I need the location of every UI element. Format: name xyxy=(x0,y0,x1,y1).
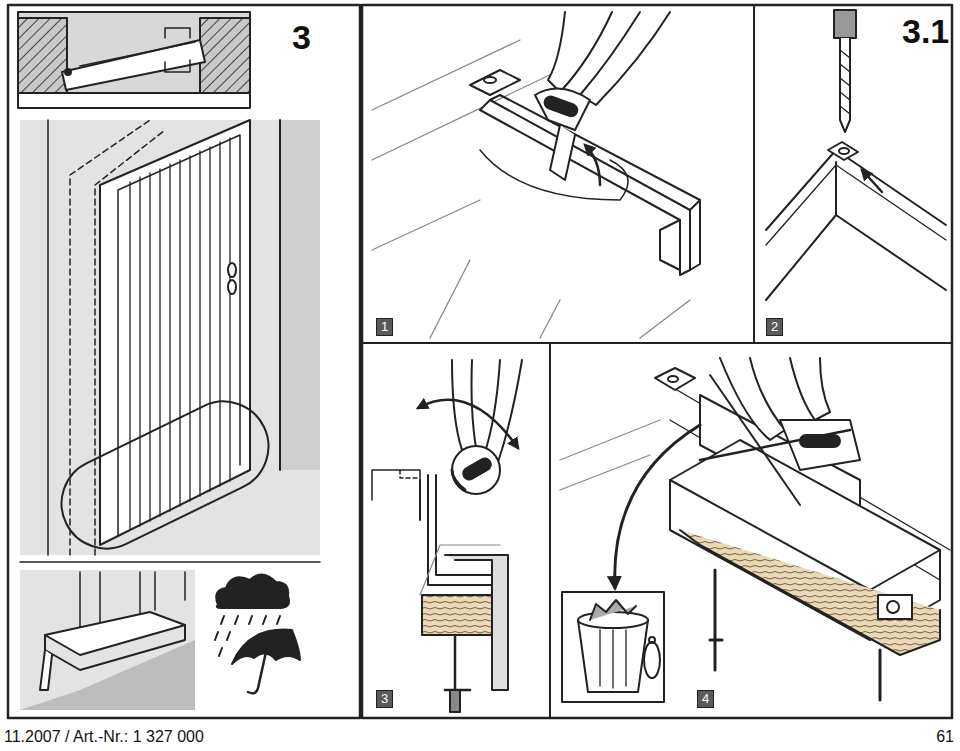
footer-text: 11.2007 / Art.-Nr.: 1 327 000 xyxy=(4,729,204,745)
callout-number: 1 xyxy=(376,318,393,336)
callout-number: 4 xyxy=(697,690,714,708)
step-number: 3.1 xyxy=(902,14,949,48)
callout-number: 3 xyxy=(376,690,393,708)
callout-number: 2 xyxy=(766,318,783,336)
page-number: 61 xyxy=(936,729,954,745)
step-number: 3 xyxy=(292,20,311,54)
